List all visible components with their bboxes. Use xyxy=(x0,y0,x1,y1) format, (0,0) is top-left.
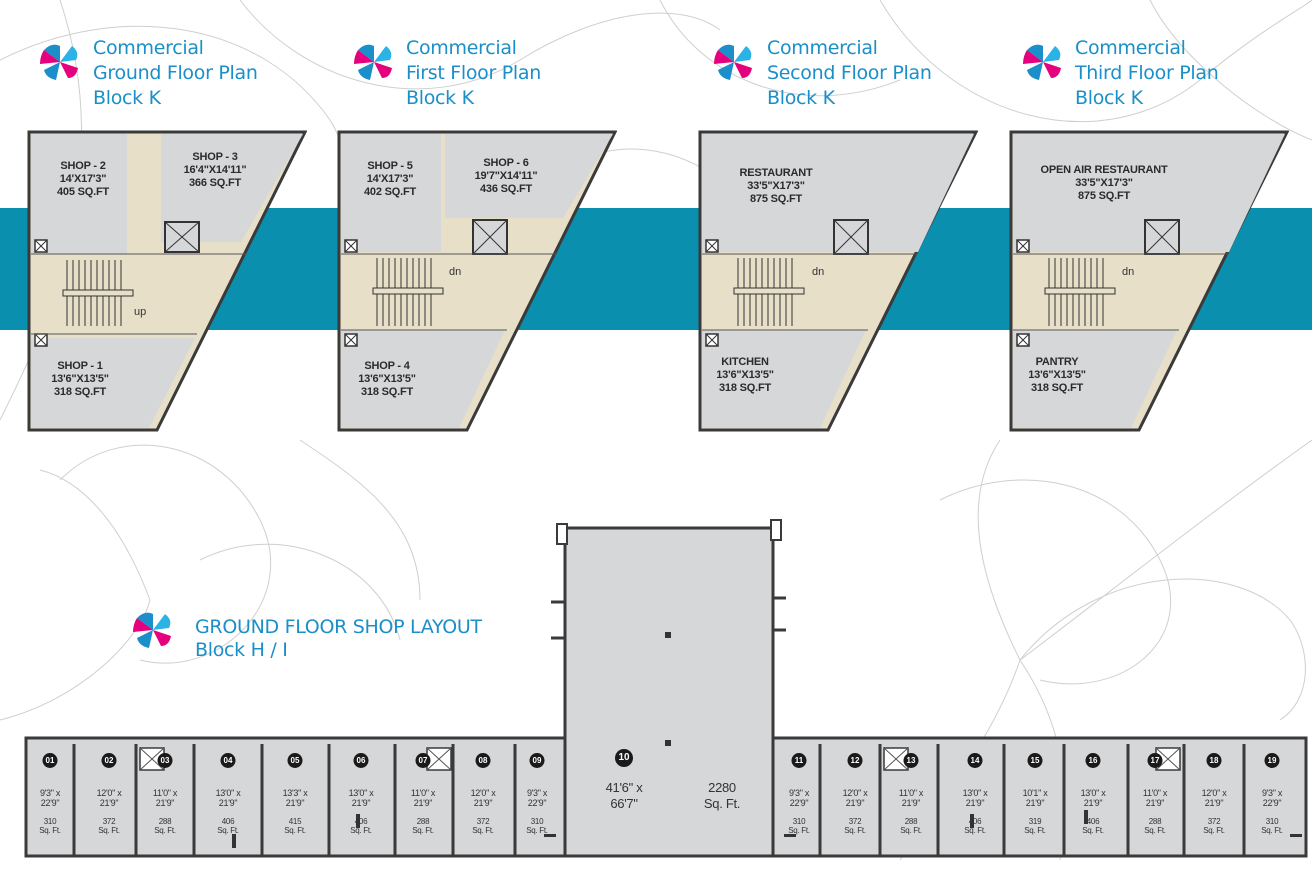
flower-logo-icon xyxy=(40,44,78,80)
shop-number-badge: 18 xyxy=(1206,753,1222,768)
flower-logo-icon xyxy=(354,44,392,80)
stair-label: up xyxy=(134,306,147,318)
shop-number-badge: 09 xyxy=(529,753,545,768)
shop-number-badge: 19 xyxy=(1264,753,1280,768)
shop-number-badge: 03 xyxy=(157,753,173,768)
stair-label: dn xyxy=(1122,266,1135,278)
shop-number-badge: 14 xyxy=(967,753,983,768)
floor-plan-second xyxy=(698,130,978,432)
shop-number-badge: 07 xyxy=(415,753,431,768)
flower-logo-icon xyxy=(133,612,171,648)
shop-number-badge: 04 xyxy=(220,753,236,768)
shop-number-badge: 13 xyxy=(903,753,919,768)
stair-label: dn xyxy=(449,266,462,278)
flower-logo-icon xyxy=(714,44,752,80)
floor-plan-ground xyxy=(27,130,307,432)
shop-number-badge: 08 xyxy=(475,753,491,768)
shop-number-badge: 02 xyxy=(101,753,117,768)
shop-number-badge: 10 xyxy=(615,749,633,767)
shop-number-badge: 11 xyxy=(791,753,807,768)
shop-number-badge: 01 xyxy=(42,753,58,768)
floor-plan-first xyxy=(337,130,617,432)
shop-number-badge: 15 xyxy=(1027,753,1043,768)
shop-number-badge: 16 xyxy=(1085,753,1101,768)
flower-logo-icon xyxy=(1023,44,1061,80)
floor-plan-third xyxy=(1009,130,1289,432)
shop-number-badge: 06 xyxy=(353,753,369,768)
shop-number-badge: 05 xyxy=(287,753,303,768)
shop-number-badge: 12 xyxy=(847,753,863,768)
stair-label: dn xyxy=(812,266,825,278)
shop-number-badge: 17 xyxy=(1147,753,1163,768)
